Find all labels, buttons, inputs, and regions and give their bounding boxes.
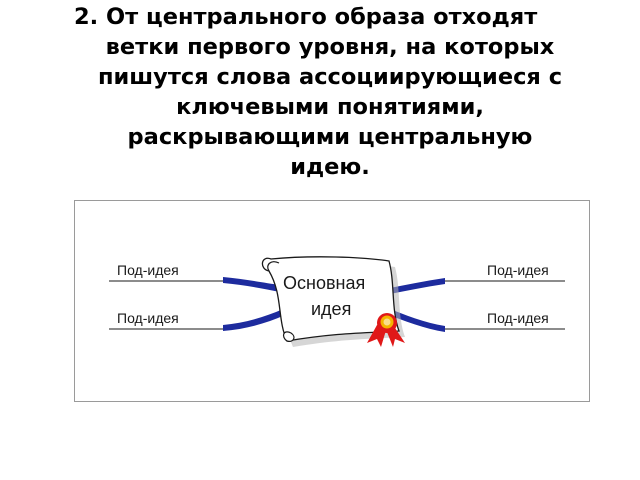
heading-line-5: раскрывающими центральную (127, 124, 533, 150)
branch-stroke (223, 309, 285, 331)
scroll-top-curl (267, 261, 280, 272)
heading-line-1: 2. От центрального образа отходят (74, 4, 538, 30)
branch-stroke (385, 278, 445, 295)
branch-label: Под-идея (117, 262, 179, 278)
center-idea-line-2: идея (311, 299, 351, 319)
branch-right-top: Под-идея (385, 262, 565, 295)
seal-shine (383, 318, 391, 326)
mind-map-diagram: Под-идея Под-идея Под-идея Под-идея (74, 200, 590, 402)
center-idea-line-1: Основная (283, 273, 365, 293)
mind-map-canvas: Под-идея Под-идея Под-идея Под-идея (109, 256, 565, 347)
heading-line-4: ключевыми понятиями, (176, 94, 484, 120)
heading-line-6: идею. (290, 154, 370, 180)
branch-label: Под-идея (487, 310, 549, 326)
scroll-bottom-curl (282, 331, 295, 342)
heading-line-2: ветки первого уровня, на которых (105, 34, 555, 60)
branch-left-bottom: Под-идея (109, 309, 285, 331)
branch-stroke (223, 277, 280, 292)
branch-label: Под-идея (487, 262, 549, 278)
seal-icon (367, 313, 405, 347)
branch-label: Под-идея (117, 310, 179, 326)
branch-left-top: Под-идея (109, 262, 280, 292)
branch-right-bottom: Под-идея (383, 307, 565, 332)
central-scroll: Основная идея (261, 256, 405, 347)
heading-line-3: пишутся слова ассоциирующиеся с (97, 64, 563, 90)
slide-heading: 2. От центрального образа отходят ветки … (40, 2, 620, 182)
